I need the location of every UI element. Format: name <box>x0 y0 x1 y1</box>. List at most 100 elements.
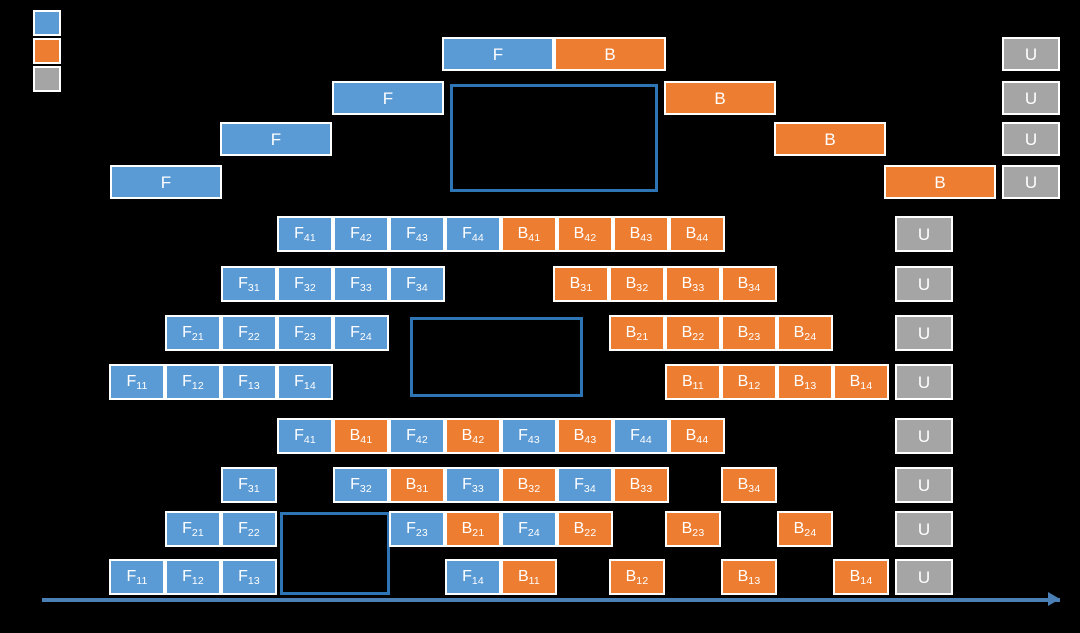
block-label: B <box>569 275 581 292</box>
update-block-u[interactable]: U <box>895 266 953 302</box>
backward-block-b[interactable]: B <box>774 122 886 156</box>
forward-block-f[interactable]: F <box>220 122 332 156</box>
block-label: F <box>238 275 248 292</box>
block-subscript: 41 <box>303 231 316 244</box>
forward-block-f[interactable]: F <box>110 165 222 199</box>
update-block-u[interactable]: U <box>895 315 953 351</box>
block-subscript: 23 <box>748 330 761 343</box>
update-block-u[interactable]: U <box>895 216 953 252</box>
update-block-u[interactable]: U <box>1002 122 1060 156</box>
block-subscript: 12 <box>191 379 204 392</box>
block-label: B <box>625 324 637 341</box>
update-block-u[interactable]: U <box>1002 81 1060 115</box>
backward-block-b[interactable]: B <box>884 165 996 199</box>
block-label: F <box>182 373 192 390</box>
update-block-u[interactable]: U <box>1002 37 1060 71</box>
forward-block-f[interactable]: F <box>332 81 444 115</box>
block-label: B <box>461 520 473 537</box>
update-block-u[interactable]: U <box>895 511 953 547</box>
update-block-u[interactable]: U <box>895 559 953 595</box>
update-block-u[interactable]: U <box>895 418 953 454</box>
update-block-u[interactable]: U <box>895 364 953 400</box>
update-block-u[interactable]: U <box>1002 165 1060 199</box>
backward-block-b[interactable]: B <box>554 37 666 71</box>
block-label: U <box>917 475 931 495</box>
block-label: B <box>685 225 697 242</box>
block-label: B <box>349 427 361 444</box>
backward-block-b[interactable]: B <box>664 81 776 115</box>
block-label: F <box>294 275 304 292</box>
block-subscript: 42 <box>415 433 428 446</box>
block-label: U <box>1024 129 1038 149</box>
forward-block-f[interactable]: F <box>442 37 554 71</box>
block-subscript: 21 <box>191 526 204 539</box>
update-block-u[interactable]: U <box>895 467 953 503</box>
block-subscript: 13 <box>748 574 761 587</box>
